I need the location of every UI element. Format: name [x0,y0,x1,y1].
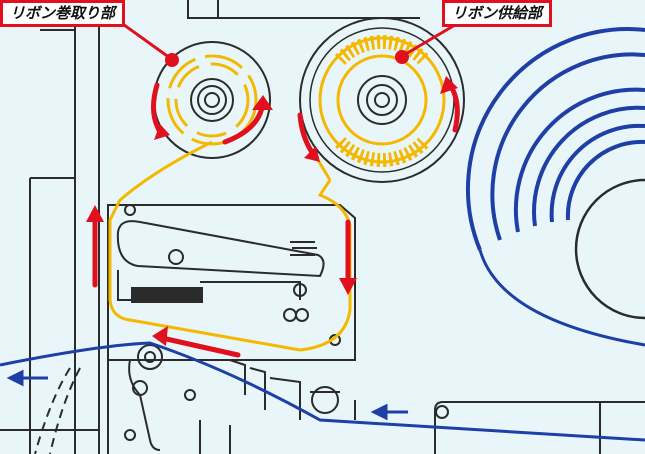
arrow-head-roll [159,335,241,358]
paper-roll-outer-edge [478,249,645,347]
ribbon-supply-spool [299,17,465,183]
print-head-assembly [107,204,356,361]
paper-guide-dashed [34,367,81,454]
callout-dots [165,50,409,67]
paper-path [0,341,645,442]
ribbon-takeup-spool [153,41,271,159]
direction-arrows [92,79,460,358]
paper-roll [465,27,645,251]
callout-connectors [119,20,461,60]
ribbon-takeup-label: リボン巻取り部 [0,0,126,27]
platen-mechanism [107,344,356,454]
ribbon-supply-label: リボン供給部 [442,0,553,27]
paper-roll-outline [574,178,645,320]
arrowheads [86,76,458,346]
ribbon-path [108,140,352,352]
paper-feed-arrows [6,369,408,421]
